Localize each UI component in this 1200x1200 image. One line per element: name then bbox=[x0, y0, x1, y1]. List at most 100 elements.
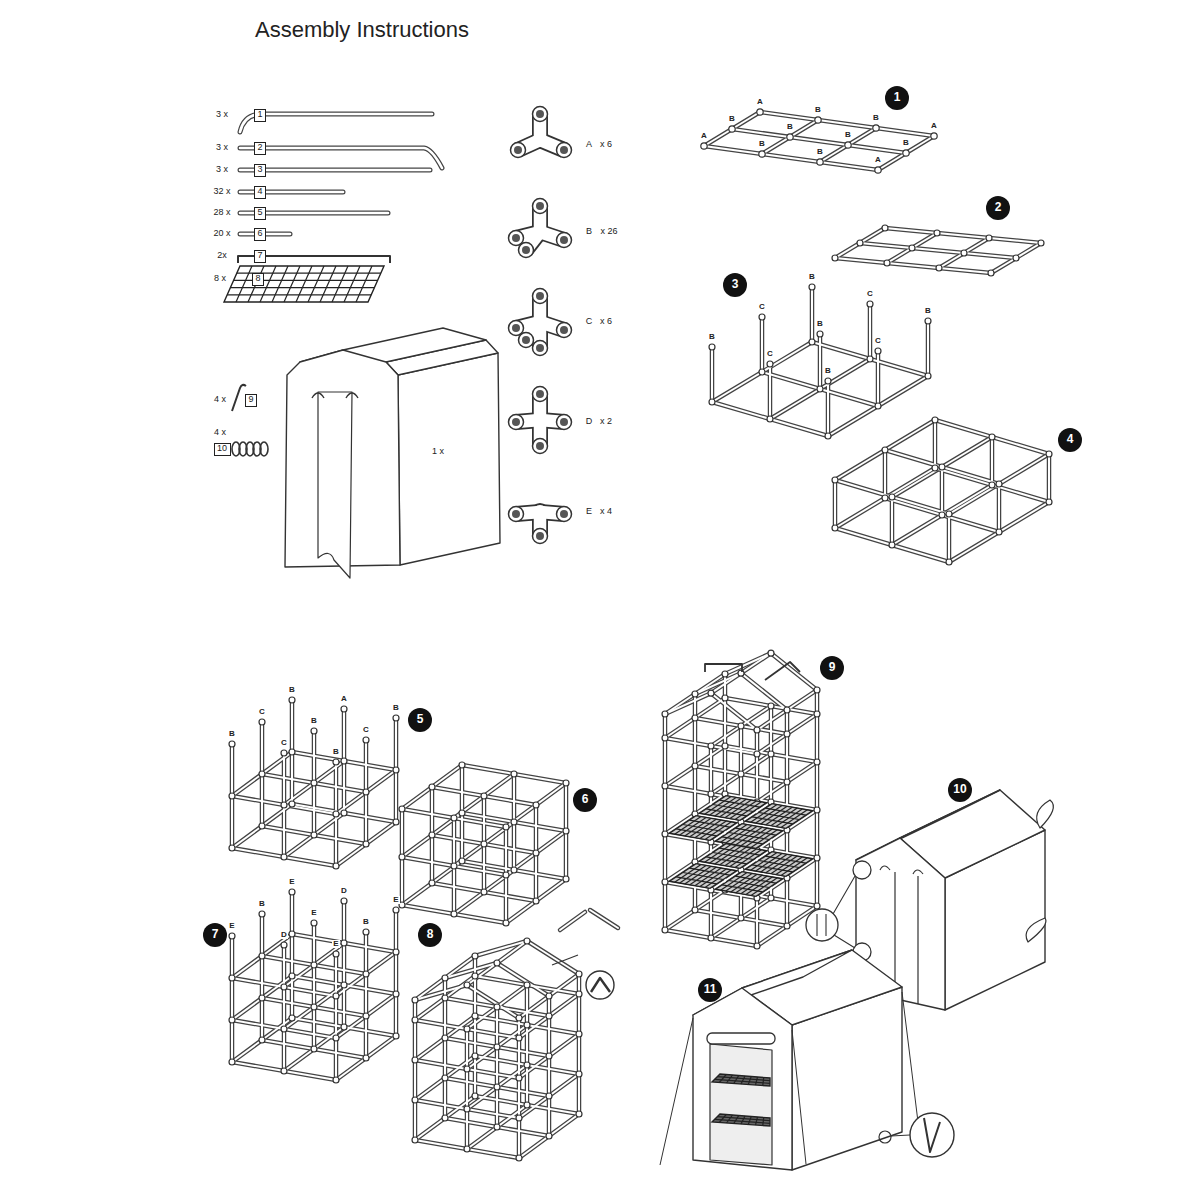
connector-letter: C bbox=[362, 726, 370, 735]
illustration-line bbox=[512, 774, 517, 870]
illustration-line bbox=[884, 450, 886, 498]
label-text: A bbox=[931, 122, 937, 131]
rod-part bbox=[240, 168, 430, 173]
quantity-label: 4 x bbox=[214, 395, 226, 405]
illustration-line bbox=[941, 467, 943, 515]
illustration-line bbox=[989, 482, 995, 488]
label-text: B bbox=[363, 918, 369, 927]
illustration-line bbox=[1046, 499, 1052, 505]
illustration-line bbox=[281, 942, 287, 948]
illustration-line bbox=[925, 373, 931, 379]
illustration-line bbox=[519, 974, 579, 1018]
illustration-line bbox=[429, 784, 435, 790]
tube-outline bbox=[402, 765, 566, 923]
illustration-line bbox=[991, 437, 993, 485]
illustration-line bbox=[563, 876, 569, 882]
illustration-line bbox=[547, 1016, 552, 1136]
illustration-line bbox=[826, 381, 831, 436]
illustration-line bbox=[704, 146, 878, 170]
illustration-line bbox=[504, 827, 509, 923]
illustration-line bbox=[961, 250, 967, 256]
part-number: 1 bbox=[257, 110, 262, 120]
illustration-line bbox=[875, 348, 881, 354]
illustration-line bbox=[412, 1057, 418, 1063]
illustration-line bbox=[284, 266, 300, 302]
illustration-line bbox=[875, 167, 881, 173]
illustration-line bbox=[467, 985, 519, 1018]
illustration-line bbox=[451, 911, 457, 917]
label-text: E bbox=[586, 507, 592, 517]
illustration-line bbox=[578, 994, 580, 1114]
illustration-line bbox=[343, 901, 345, 943]
illustration-line bbox=[365, 932, 367, 974]
illustration-line bbox=[709, 399, 715, 405]
illustration-line bbox=[738, 723, 744, 729]
illustration-line bbox=[259, 995, 265, 1001]
illustration-line bbox=[495, 1007, 500, 1127]
illustration-line bbox=[835, 228, 885, 258]
illustration-line bbox=[399, 902, 405, 908]
illustration-line bbox=[817, 386, 823, 392]
illustration-line bbox=[229, 933, 235, 939]
label-text: C bbox=[586, 317, 593, 327]
illustration-line bbox=[296, 266, 312, 302]
label-text: E bbox=[393, 896, 398, 905]
step-number: 3 bbox=[732, 278, 739, 291]
illustration-line bbox=[768, 895, 774, 901]
step-number-circle: 2 bbox=[986, 196, 1010, 220]
illustration-line bbox=[342, 709, 347, 761]
illustration-line bbox=[563, 780, 569, 786]
illustration-line bbox=[577, 994, 582, 1114]
connector-letter: A bbox=[874, 156, 882, 165]
illustration-line bbox=[563, 828, 569, 834]
illustration-line bbox=[536, 110, 544, 118]
illustration-line bbox=[882, 225, 888, 231]
illustration-line bbox=[482, 796, 487, 892]
shelf-mesh bbox=[716, 872, 783, 897]
illustration-line bbox=[925, 318, 931, 324]
illustration-line bbox=[711, 347, 713, 402]
illustration-line bbox=[320, 266, 336, 302]
label-text: x 2 bbox=[600, 417, 612, 427]
connector-letter: B bbox=[332, 748, 340, 757]
illustration-line bbox=[442, 1075, 448, 1081]
illustration-line bbox=[464, 1066, 470, 1072]
connector-letter: A bbox=[756, 98, 764, 107]
tube-body bbox=[232, 700, 396, 866]
label-text: C bbox=[281, 739, 287, 748]
tube-outline bbox=[835, 228, 1041, 273]
illustration-line bbox=[511, 771, 517, 777]
connector-joint bbox=[662, 650, 820, 949]
illustration-line bbox=[757, 109, 763, 115]
illustration-line bbox=[231, 796, 233, 848]
illustration-line bbox=[890, 497, 895, 545]
illustration-line bbox=[289, 931, 295, 937]
illustration-line bbox=[231, 744, 233, 796]
illustration-line bbox=[810, 287, 815, 342]
illustration-line bbox=[876, 351, 881, 406]
frame-drawing bbox=[229, 889, 399, 1083]
illustration-line bbox=[512, 510, 520, 518]
shelf-wire bbox=[721, 873, 778, 896]
illustration-line bbox=[560, 326, 568, 334]
illustration-line bbox=[738, 771, 744, 777]
illustration-line bbox=[887, 233, 937, 263]
illustration-line bbox=[459, 762, 465, 768]
illustration-line bbox=[335, 762, 337, 814]
illustration-line bbox=[363, 929, 369, 935]
part-number: 2 bbox=[257, 143, 262, 153]
illustration-line bbox=[665, 674, 725, 714]
illustration-line bbox=[695, 820, 721, 838]
tube-body bbox=[835, 228, 1041, 273]
illustration-line bbox=[903, 150, 909, 156]
rod-part bbox=[765, 662, 800, 680]
label-text: B bbox=[729, 115, 735, 124]
tube-fitting bbox=[509, 503, 572, 544]
outline bbox=[693, 988, 792, 1170]
connector-letter: A bbox=[930, 122, 938, 131]
illustration-line bbox=[512, 418, 520, 426]
shelf-mesh bbox=[712, 1114, 770, 1126]
connector-letter: C bbox=[766, 350, 774, 359]
tube-outline bbox=[712, 287, 928, 436]
connector-joint bbox=[229, 697, 399, 869]
